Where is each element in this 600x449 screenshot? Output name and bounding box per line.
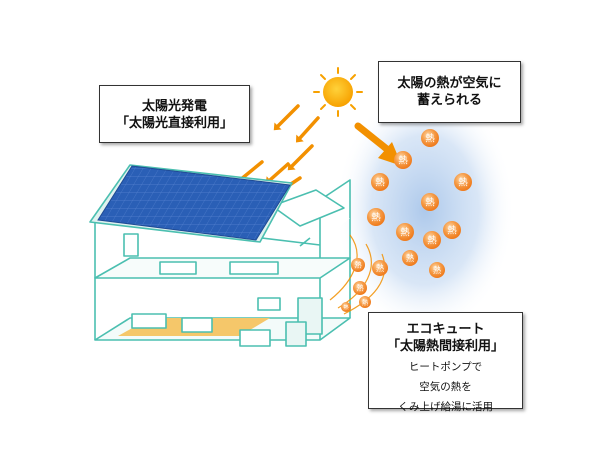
- heat-ball-label: 熱: [406, 253, 415, 263]
- sunlight-arrowhead: [287, 162, 296, 171]
- air-heat-line2: 蓄えられる: [416, 93, 482, 108]
- heat-ball: 熱: [423, 231, 441, 249]
- heat-ball-label: 熱: [425, 132, 435, 144]
- ecocute-subtitle: 「太陽熱間接利用」: [386, 339, 504, 354]
- ecocute-desc-line3: くみ上げ給湯に活用: [398, 401, 493, 413]
- heat-ball: 熱: [454, 173, 472, 191]
- heat-ball: 熱: [351, 258, 365, 272]
- solar-power-callout: 太陽光発電 「太陽光直接利用」: [99, 85, 250, 143]
- solar-power-title: 太陽光発電: [141, 99, 207, 114]
- heat-ball-label: 熱: [447, 224, 457, 236]
- heat-ball-label: 熱: [433, 265, 442, 275]
- heat-ball-label: 熱: [371, 211, 381, 223]
- heat-ball-label: 熱: [400, 226, 410, 238]
- heat-ball-label: 熱: [375, 176, 385, 188]
- solar-power-subtitle: 「太陽光直接利用」: [115, 116, 233, 131]
- solar-panel: [97, 165, 291, 241]
- heat-particles: 熱熱熱熱熱熱熱熱熱熱熱熱熱熱熱熱: [341, 129, 472, 312]
- air-heat-callout: 太陽の熱が空気に 蓄えられる: [378, 61, 521, 123]
- ecocute-title: エコキュート: [406, 322, 485, 337]
- heat-ball: 熱: [421, 193, 439, 211]
- ecocute-desc-line2: 空気の熱を: [419, 381, 472, 393]
- heat-ball: 熱: [371, 173, 389, 191]
- heat-ball-label: 熱: [427, 234, 437, 246]
- heat-ball-label: 熱: [425, 196, 435, 208]
- heat-ball: 熱: [341, 302, 351, 312]
- sunlight-arrow: [276, 104, 300, 128]
- heat-ball-label: 熱: [458, 176, 468, 188]
- heat-ball-label: 熱: [343, 303, 349, 311]
- ecocute-callout: エコキュート 「太陽熱間接利用」 ヒートポンプで 空気の熱を くみ上げ給湯に活用: [368, 312, 523, 413]
- sunlight-arrow: [298, 116, 320, 140]
- sun-icon: [313, 67, 363, 117]
- heat-ball: 熱: [372, 260, 388, 276]
- sunlight-arrow: [268, 162, 290, 182]
- heat-ball: 熱: [402, 250, 418, 266]
- sunlight-arrowhead: [295, 134, 304, 143]
- sunlight-arrow: [290, 144, 314, 168]
- heat-ball: 熱: [394, 151, 412, 169]
- heat-ball-label: 熱: [354, 261, 362, 270]
- ecocute-desc-line1: ヒートポンプで: [408, 361, 483, 373]
- heat-ball: 熱: [443, 221, 461, 239]
- heat-ball-label: 熱: [398, 154, 408, 166]
- heat-ball: 熱: [353, 281, 367, 295]
- heat-ball: 熱: [359, 296, 371, 308]
- heat-ball: 熱: [396, 223, 414, 241]
- sunlight-arrowhead: [273, 122, 282, 131]
- heat-ball-label: 熱: [356, 284, 364, 293]
- heat-ball: 熱: [429, 262, 445, 278]
- air-heat-line1: 太陽の熱が空気に: [397, 76, 502, 91]
- heat-ball: 熱: [421, 129, 439, 147]
- heat-ball-label: 熱: [362, 297, 369, 306]
- heat-ball: 熱: [367, 208, 385, 226]
- heat-ball-label: 熱: [376, 263, 385, 273]
